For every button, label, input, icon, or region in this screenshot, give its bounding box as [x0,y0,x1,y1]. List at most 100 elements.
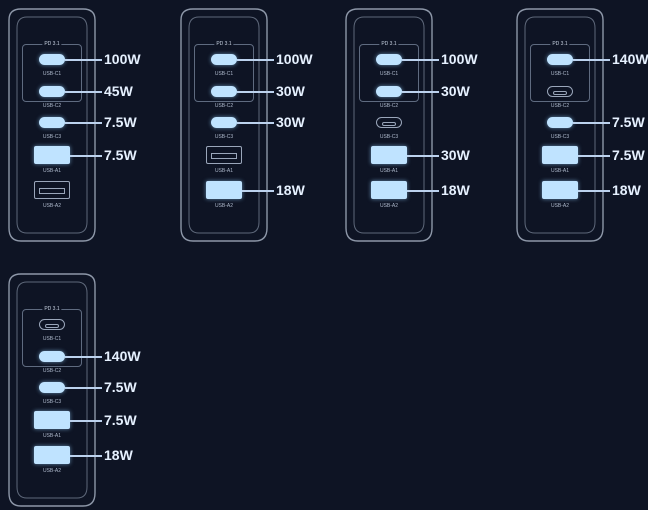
wattage-label: 18W [612,182,641,198]
usb-c-port-usb-c2 [376,86,402,97]
leader-line [65,387,102,389]
port-label: USB-A2 [550,203,570,209]
usb-c-port-usb-c3 [211,117,237,128]
wattage-label: 7.5W [612,147,645,163]
port-label: USB-C1 [214,71,234,77]
usb-a-port-usb-a2 [34,181,70,199]
wattage-label: 7.5W [612,114,645,130]
leader-line [65,122,102,124]
wattage-label: 18W [276,182,305,198]
usb-c-port-usb-c1 [376,54,402,65]
port-label: USB-C3 [42,399,62,405]
leader-line [237,91,274,93]
pd-group-box: PD 3.1 [22,40,82,102]
wattage-label: 7.5W [104,114,137,130]
wattage-label: 30W [441,83,470,99]
port-label: USB-A2 [214,203,234,209]
usb-c-port-usb-c2 [39,351,65,362]
leader-line [237,59,274,61]
port-label: USB-A1 [42,168,62,174]
wattage-label: 100W [276,51,313,67]
leader-line [402,91,439,93]
port-label: USB-A2 [379,203,399,209]
leader-line [407,190,439,192]
pd-label: PD 3.1 [214,40,234,49]
leader-line [65,356,102,358]
charger-body-outline [345,8,433,242]
leader-line [578,155,610,157]
wattage-label: 100W [104,51,141,67]
usb-a-port-usb-a1 [34,411,70,429]
port-label: USB-C3 [42,134,62,140]
wattage-label: 18W [104,447,133,463]
charger-body-outline [516,8,604,242]
port-label: USB-C3 [550,134,570,140]
wattage-label: 140W [104,348,141,364]
pd-label: PD 3.1 [42,40,62,49]
pd-group-box: PD 3.1 [530,40,590,102]
leader-line [70,155,102,157]
port-label: USB-A2 [42,203,62,209]
wattage-label: 100W [441,51,478,67]
usb-c-port-usb-c1 [547,54,573,65]
charger-body-outline [8,273,96,507]
wattage-label: 140W [612,51,648,67]
port-label: USB-C1 [379,71,399,77]
port-label: USB-A1 [550,168,570,174]
pd-group-box: PD 3.1 [22,305,82,367]
wattage-label: 7.5W [104,412,137,428]
leader-line [573,122,610,124]
wattage-label: 18W [441,182,470,198]
wattage-label: 45W [104,83,133,99]
port-label: USB-C1 [42,71,62,77]
port-label: USB-C3 [214,134,234,140]
usb-c-port-usb-c3 [547,117,573,128]
leader-line [70,420,102,422]
port-label: USB-C1 [42,336,62,342]
port-label: USB-C1 [550,71,570,77]
leader-line [578,190,610,192]
wattage-label: 7.5W [104,379,137,395]
leader-line [70,455,102,457]
wattage-label: 30W [441,147,470,163]
charger-body-outline [8,8,96,242]
leader-line [237,122,274,124]
port-label: USB-A1 [42,433,62,439]
pd-group-box: PD 3.1 [359,40,419,102]
usb-c-port-usb-c1 [211,54,237,65]
pd-group-box: PD 3.1 [194,40,254,102]
port-label: USB-C2 [550,103,570,109]
usb-c-port-usb-c1 [39,54,65,65]
port-label: USB-C2 [214,103,234,109]
usb-c-port-usb-c2 [39,86,65,97]
usb-a-port-usb-a1 [542,146,578,164]
usb-a-port-usb-a1 [206,146,242,164]
port-label: USB-A1 [379,168,399,174]
usb-a-port-usb-a2 [206,181,242,199]
usb-a-port-usb-a2 [542,181,578,199]
wattage-label: 7.5W [104,147,137,163]
leader-line [242,190,274,192]
usb-c-port-usb-c2 [547,86,573,97]
pd-label: PD 3.1 [550,40,570,49]
port-label: USB-C3 [379,134,399,140]
leader-line [573,59,610,61]
leader-line [65,91,102,93]
port-label: USB-A1 [214,168,234,174]
leader-line [407,155,439,157]
charger-body-outline [180,8,268,242]
usb-c-port-usb-c2 [211,86,237,97]
leader-line [402,59,439,61]
usb-c-port-usb-c3 [39,117,65,128]
usb-a-port-usb-a2 [34,446,70,464]
usb-a-port-usb-a1 [34,146,70,164]
pd-label: PD 3.1 [42,305,62,314]
usb-c-port-usb-c1 [39,319,65,330]
port-label: USB-C2 [379,103,399,109]
usb-c-port-usb-c3 [39,382,65,393]
